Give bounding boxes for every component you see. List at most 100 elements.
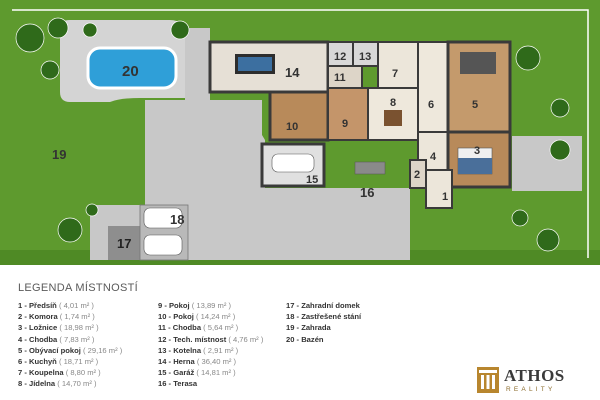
legend-item: 7 - Koupelna ( 8,80 m² ) [18, 367, 122, 378]
legend-item: 4 - Chodba ( 7,83 m² ) [18, 334, 122, 345]
legend-item-name: 15 - Garáž [158, 368, 195, 378]
legend-item: 5 - Obývací pokoj ( 29,16 m² ) [18, 345, 122, 356]
room-label-9: 9 [342, 118, 348, 130]
legend-item-area: ( 18,71 m² ) [56, 357, 99, 367]
legend-item-name: 6 - Kuchyň [18, 357, 57, 367]
logo-name: ATHOS [504, 366, 565, 385]
room-9 [327, 87, 369, 141]
legend-item-name: 2 - Komora [18, 312, 58, 322]
legend-item: 20 - Bazén [286, 334, 361, 345]
room-label-19: 19 [52, 147, 66, 162]
fence [12, 9, 589, 258]
legend-item-area: ( 4,76 m² ) [226, 334, 264, 344]
pool-water [86, 46, 178, 90]
legend-column-2: 9 - Pokoj ( 13,89 m² )10 - Pokoj ( 14,24… [158, 300, 263, 390]
sofa-icon [460, 52, 496, 74]
legend-item: 14 - Herna ( 36,40 m² ) [158, 356, 263, 367]
room-1 [425, 169, 453, 209]
legend-item-area: ( 14,81 m² ) [194, 368, 236, 378]
legend-title: LEGENDA MÍSTNOSTÍ [18, 282, 139, 294]
legend-item-name: 11 - Chodba [158, 323, 202, 333]
room-label-18: 18 [170, 212, 184, 227]
legend-item: 8 - Jídelna ( 14,70 m² ) [18, 378, 122, 389]
bed-blanket [458, 158, 492, 174]
legend-item-name: 18 - Zastřešené stání [286, 312, 362, 322]
legend-item-area: ( 14,70 m² ) [55, 379, 97, 389]
legend-item-name: 12 - Tech. místnost [158, 334, 227, 344]
floor-plan: 14 12 13 11 7 6 5 8 9 10 4 3 2 1 15 16 1… [0, 0, 600, 265]
legend-item-area: ( 2,91 m² ) [201, 345, 239, 355]
legend-item-area: ( 1,74 m² ) [57, 312, 95, 322]
room-label-16: 16 [360, 185, 374, 200]
room-label-20: 20 [122, 63, 139, 80]
legend-item: 16 - Terasa [158, 378, 263, 389]
athos-logo: ATHOS REALITY [476, 366, 586, 397]
legend-item-name: 3 - Ložnice [18, 323, 58, 333]
room-6 [417, 41, 449, 133]
east-paving [512, 136, 582, 191]
legend-item: 10 - Pokoj ( 14,24 m² ) [158, 311, 263, 322]
legend-item-area: ( 36,40 m² ) [194, 357, 237, 367]
legend-item: 19 - Zahrada [286, 322, 361, 333]
legend-item-name: 4 - Chodba [18, 334, 58, 344]
logo-subtitle: REALITY [506, 386, 556, 393]
terrace-table-icon [354, 161, 386, 175]
room-label-3: 3 [474, 145, 480, 157]
room-label-12: 12 [334, 51, 346, 63]
room-label-5: 5 [472, 99, 478, 111]
legend-item: 6 - Kuchyň ( 18,71 m² ) [18, 356, 122, 367]
tree-icon [15, 17, 571, 252]
legend-item-area: ( 14,24 m² ) [193, 312, 236, 322]
room-legend: LEGENDA MÍSTNOSTÍ 1 - Předsíň ( 4,01 m² … [18, 282, 578, 397]
legend-item-area: ( 13,89 m² ) [189, 301, 232, 310]
legend-item-area: ( 29,16 m² ) [80, 345, 123, 355]
legend-item: 3 - Ložnice ( 18,98 m² ) [18, 322, 122, 333]
legend-item-area: ( 8,80 m² ) [63, 368, 101, 378]
pool-table-felt [238, 57, 272, 71]
legend-item-area: ( 4,01 m² ) [56, 301, 94, 310]
dining-table-icon [384, 110, 402, 126]
room-10 [268, 90, 330, 142]
legend-item-name: 16 - Terasa [158, 379, 198, 389]
legend-item-name: 17 - Zahradní domek [286, 301, 360, 310]
legend-item-name: 19 - Zahrada [286, 323, 331, 333]
legend-column-1: 1 - Předsíň ( 4,01 m² )2 - Komora ( 1,74… [18, 300, 122, 390]
garage-car-icon [271, 153, 315, 173]
room-label-6: 6 [428, 99, 434, 111]
legend-item-area: ( 7,83 m² ) [57, 334, 95, 344]
room-label-11: 11 [334, 72, 346, 84]
room-7 [377, 41, 419, 91]
room-label-15: 15 [306, 174, 318, 186]
room-label-10: 10 [286, 121, 298, 133]
legend-item-name: 10 - Pokoj [158, 312, 194, 322]
legend-item-name: 9 - Pokoj [158, 301, 190, 310]
legend-item: 13 - Kotelna ( 2,91 m² ) [158, 345, 263, 356]
legend-item-name: 14 - Herna [158, 357, 195, 367]
legend-item: 11 - Chodba ( 5,64 m² ) [158, 322, 263, 333]
north-strip [185, 28, 210, 100]
legend-item: 2 - Komora ( 1,74 m² ) [18, 311, 122, 322]
legend-item-name: 20 - Bazén [286, 334, 324, 344]
room-label-8: 8 [390, 97, 396, 109]
legend-item-name: 7 - Koupelna [18, 368, 64, 378]
legend-item-name: 1 - Předsíň [18, 301, 57, 310]
room-label-1: 1 [442, 191, 448, 203]
room-label-17: 17 [117, 236, 131, 251]
room-label-4: 4 [430, 151, 437, 163]
legend-item-name: 5 - Obývací pokoj [18, 345, 81, 355]
car-icon [143, 207, 183, 256]
legend-item-area: ( 5,64 m² ) [201, 323, 239, 333]
legend-item: 9 - Pokoj ( 13,89 m² ) [158, 300, 263, 311]
legend-item-name: 13 - Kotelna [158, 345, 202, 355]
room-label-7: 7 [392, 68, 398, 80]
legend-item: 18 - Zastřešené stání [286, 311, 361, 322]
column-building-icon [477, 367, 499, 393]
legend-item-name: 8 - Jídelna [18, 379, 56, 389]
legend-item: 15 - Garáž ( 14,81 m² ) [158, 367, 263, 378]
legend-item: 12 - Tech. místnost ( 4,76 m² ) [158, 334, 263, 345]
legend-item-area: ( 18,98 m² ) [57, 323, 99, 333]
legend-column-3: 17 - Zahradní domek 18 - Zastřešené stání… [286, 300, 361, 345]
room-label-13: 13 [359, 51, 371, 63]
garden-house [108, 226, 140, 260]
room-label-2: 2 [414, 169, 420, 181]
